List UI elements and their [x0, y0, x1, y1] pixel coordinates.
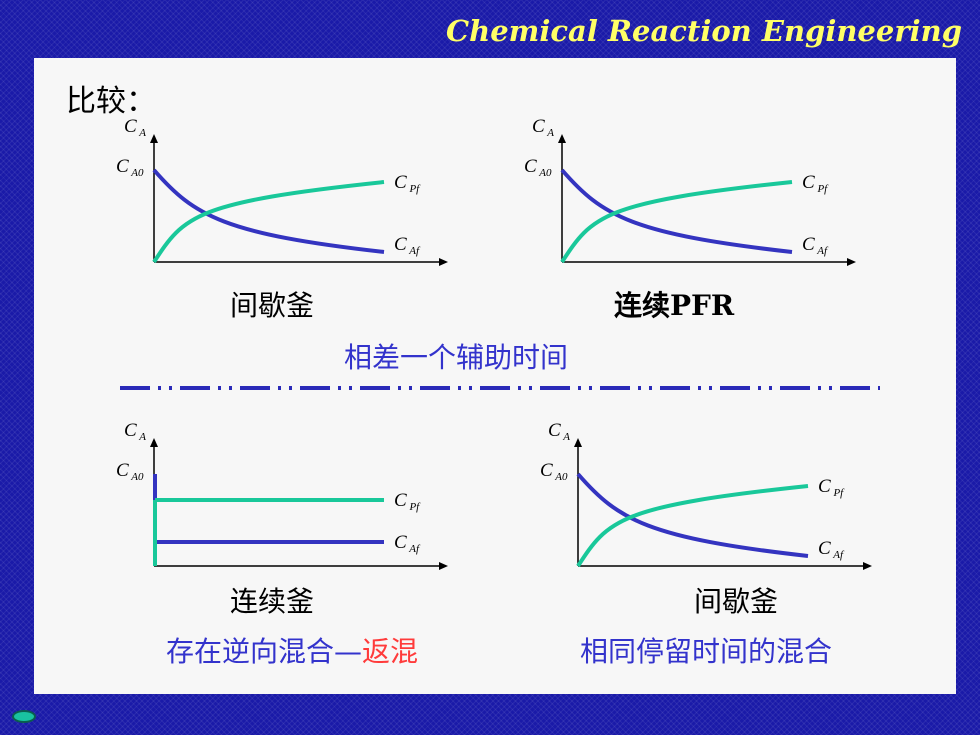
ca-axis-label: C A: [124, 116, 146, 139]
cp-rise-curve: [152, 180, 385, 264]
ca0-label: C A0: [116, 460, 144, 483]
x-axis-arrow-icon: [863, 562, 872, 570]
y-axis-arrow-icon: [150, 438, 158, 447]
y-axis-arrow-icon: [558, 134, 566, 143]
ca-axis-label: C A: [532, 116, 554, 139]
ca0-label: C A0: [524, 156, 552, 179]
ca-decay-curve: [152, 168, 385, 254]
cpf-label: C Pf: [394, 490, 421, 513]
slide-nav-oval-icon[interactable]: [12, 710, 36, 723]
header-title: Chemical Reaction Engineering: [446, 14, 962, 48]
y-axis-arrow-icon: [574, 438, 582, 447]
cpf-label: C Pf: [818, 476, 845, 499]
caf-label: C Af: [394, 532, 421, 555]
diagram-cstr-bottom-left: C A C A0 C Pf C Af: [116, 420, 448, 570]
ca-axis-label: C A: [124, 420, 146, 443]
x-axis-arrow-icon: [439, 562, 448, 570]
caption-batch-top: 间歇釜: [230, 289, 315, 322]
caption-batch-bottom: 间歇釜: [694, 585, 779, 618]
dash-dot-divider: [120, 386, 880, 390]
note-auxiliary-time: 相差一个辅助时间: [344, 341, 569, 374]
diagram-batch-bottom-right: C A C A0 C Pf C Af: [540, 420, 872, 570]
x-axis-arrow-icon: [439, 258, 448, 266]
ca-decay-curve: [576, 472, 809, 558]
ca0-label: C A0: [540, 460, 568, 483]
cpf-label: C Pf: [802, 172, 829, 195]
diagram-batch-top-left: C A C A0 C Pf C Af: [116, 116, 448, 266]
caption-cstr: 连续釜: [230, 585, 315, 618]
cp-rise-curve: [576, 484, 809, 568]
ca-axis-label: C A: [548, 420, 570, 443]
note-same-residence-time: 相同停留时间的混合: [580, 635, 833, 668]
caf-label: C Af: [394, 234, 421, 257]
y-axis-arrow-icon: [150, 134, 158, 143]
x-axis-arrow-icon: [847, 258, 856, 266]
note-backmixing-text: 存在逆向混合—: [166, 635, 363, 668]
note-backmixing: 存在逆向混合—返混: [166, 630, 418, 670]
cp-rise-curve: [560, 180, 793, 264]
ca-decay-curve: [560, 168, 793, 254]
caf-label: C Af: [802, 234, 829, 257]
diagram-pfr-top-right: C A C A0 C Pf C Af: [524, 116, 856, 266]
note-backmixing-highlight: 返混: [362, 635, 419, 668]
ca0-label: C A0: [116, 156, 144, 179]
caf-label: C Af: [818, 538, 845, 561]
comparison-heading: 比较：: [66, 84, 156, 119]
cpf-label: C Pf: [394, 172, 421, 195]
caption-pfr: 连续PFR: [614, 289, 735, 322]
